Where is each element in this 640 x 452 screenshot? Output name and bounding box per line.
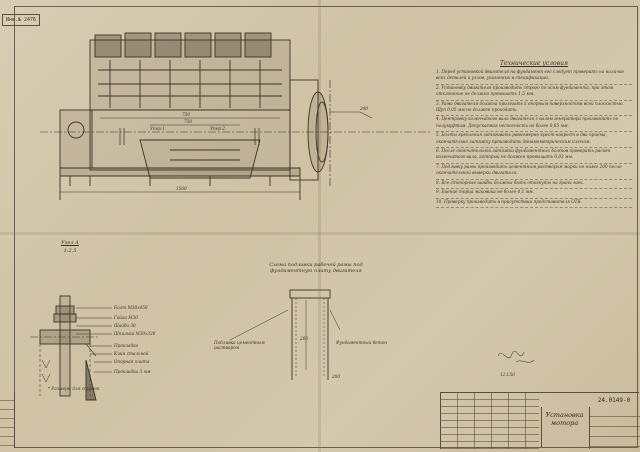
title-block-right	[589, 407, 640, 449]
dim-text: Упор 2	[210, 126, 225, 131]
note-item: 8. Все стопорные шайбы должны быть отогн…	[436, 180, 632, 190]
part-label: Гайка М30	[114, 315, 138, 320]
part-label: Опорная плита	[114, 359, 150, 364]
view-a-label: Узел А	[61, 240, 79, 246]
title-block: Установка мотора 24.0149-0	[440, 392, 640, 449]
dim-text: 750	[182, 112, 190, 117]
note-item: 1. Перед установкой двигателя на фундаме…	[436, 69, 632, 85]
note-item: 4. Центровку коленчатого вала двигателя …	[436, 116, 632, 133]
dim-text: 260	[299, 336, 308, 341]
note-item: 9. Биение торца маховика не более 0,1 мм…	[436, 189, 632, 199]
dim-text: 200	[331, 374, 340, 379]
note-item: 10. Проверку производить в присутствии п…	[436, 199, 632, 208]
part-label: Прокладка	[114, 343, 139, 348]
title-block-grid	[441, 393, 539, 449]
dim-text: 240	[359, 106, 368, 111]
part-label: Болт М30х450	[114, 305, 148, 310]
drawing-code: 24.0149-0	[597, 397, 631, 404]
part-label: Шайба 30	[114, 323, 136, 328]
dim-text: 1560	[176, 186, 187, 191]
note-item: 6. После окончательной затяжки фундамент…	[436, 148, 632, 164]
view-a-scale: 1:2,5	[63, 248, 77, 254]
inventory-stamp: Инв.№ 2476	[2, 14, 40, 26]
drawing-name: Установка мотора	[541, 407, 587, 447]
part-label: Клин стальной	[114, 351, 149, 356]
legend-fill: Подливка цементным раствором	[214, 340, 265, 350]
part-label: Прокладка 3 мм	[114, 369, 151, 374]
dim-text: 730	[184, 119, 192, 124]
size-note: * Размеры для справок	[48, 386, 100, 391]
fold-line-vertical	[318, 0, 321, 452]
signature-date: 12.I.56	[500, 372, 515, 377]
note-item: 2. Установку двигателя производить строг…	[436, 85, 632, 101]
note-item: 7. Подливку рамы производить цементным р…	[436, 164, 632, 180]
dim-text: Упор 1	[150, 126, 165, 131]
revision-strip	[0, 392, 15, 448]
technical-notes: Технические условия 1. Перед установкой …	[436, 60, 632, 290]
note-item: 3. Рама двигателя должна прилегать к опо…	[436, 101, 632, 117]
fold-line-horizontal	[0, 232, 640, 235]
view-b-caption: Схема подливки рабочей рамы под фундамен…	[269, 262, 363, 274]
part-label: Шпилька М30х320	[114, 331, 156, 336]
note-item: 5. Болты крепления затягивать равномерно…	[436, 132, 632, 149]
drawing-frame	[14, 6, 638, 448]
notes-title: Технические условия	[500, 60, 568, 67]
legend-grout: Фундаментный бетон	[336, 340, 387, 345]
